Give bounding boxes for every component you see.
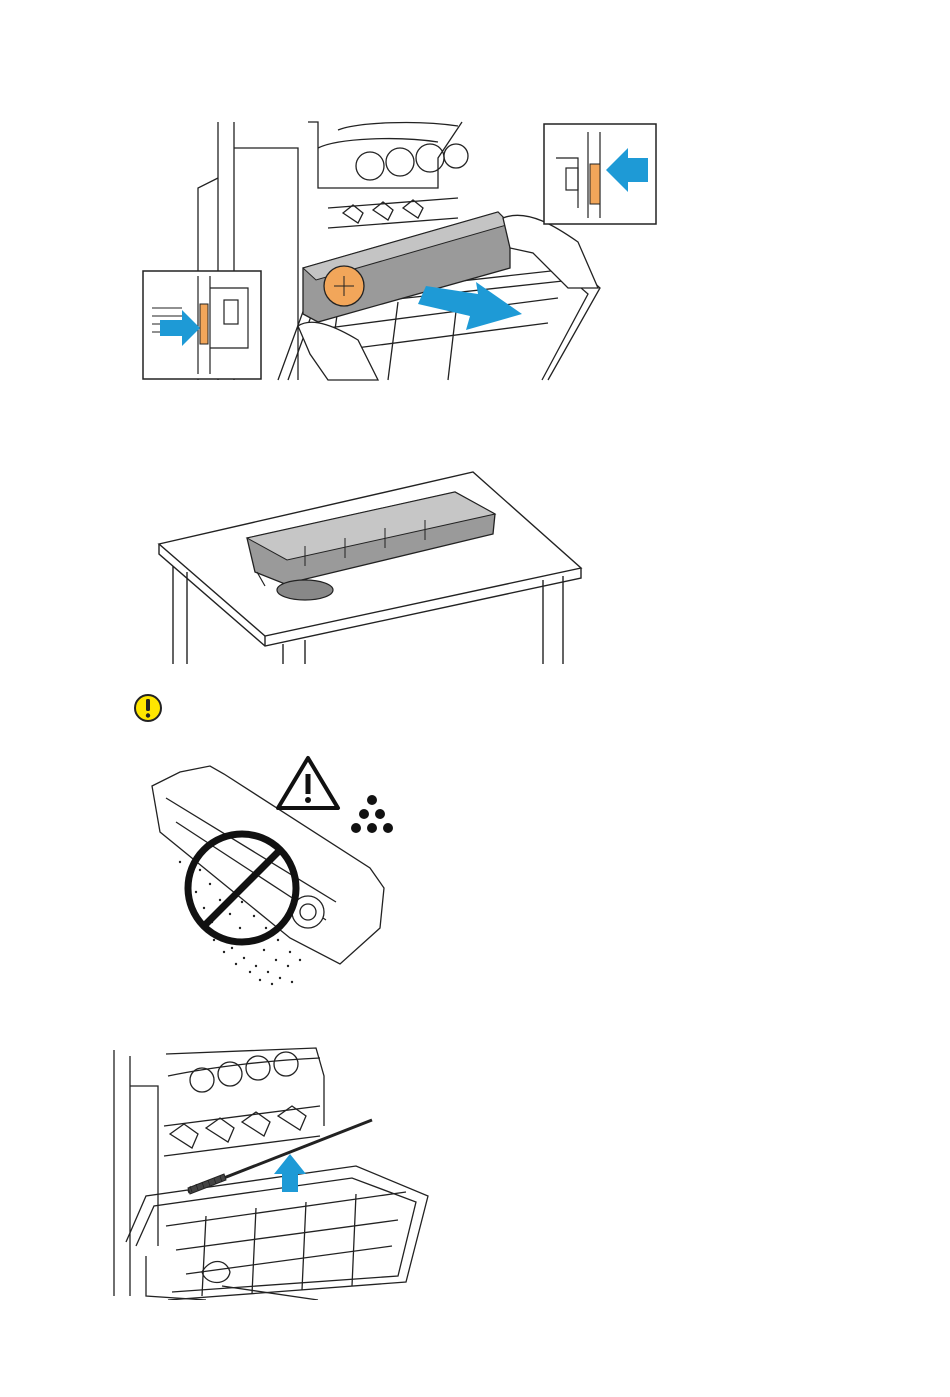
left-latch-inset <box>143 271 261 379</box>
left-hand-icon <box>298 322 378 380</box>
warning-triangle-icon <box>278 758 338 808</box>
figure-remove-cleaning-rod <box>106 1046 430 1300</box>
remove-cartridge-illustration <box>138 118 662 384</box>
pull-out-arrow-icon <box>418 282 522 330</box>
figure-remove-waste-cartridge <box>138 118 662 384</box>
caution-icon <box>132 692 164 724</box>
figure-cartridge-on-table <box>155 468 585 666</box>
figure-toner-spill-warning <box>140 752 410 988</box>
toner-spill-illustration <box>140 752 410 988</box>
cartridge-table-illustration <box>155 468 585 666</box>
lift-up-arrow-icon <box>274 1154 306 1192</box>
left-latch-icon <box>200 304 208 344</box>
right-latch-icon <box>590 164 600 204</box>
caution-exclamation-icon <box>132 692 164 724</box>
cleaning-rod-illustration <box>106 1046 430 1300</box>
right-hand-icon <box>503 215 598 288</box>
right-latch-inset <box>544 124 656 224</box>
toner-particles-icon <box>351 795 393 833</box>
cleaning-rod <box>188 1120 372 1194</box>
